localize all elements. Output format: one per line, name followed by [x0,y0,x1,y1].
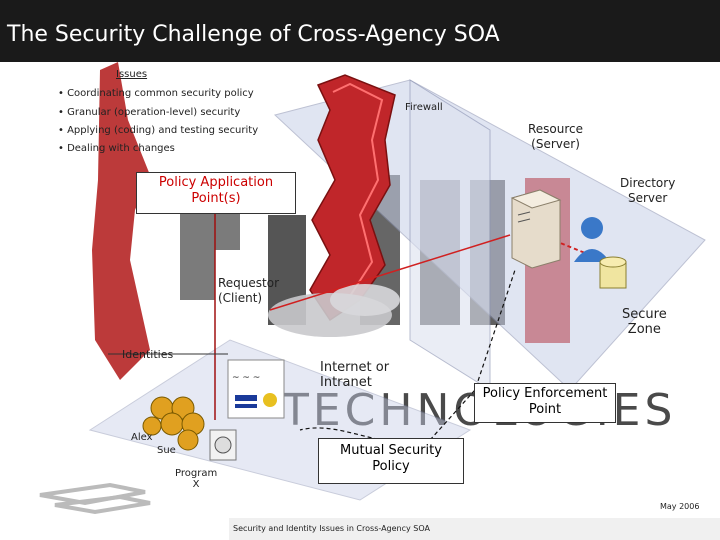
pep-line2: Point [528,402,562,417]
bullet-2: • Granular (operation-level) security [58,107,241,118]
zone-wall [409,79,491,391]
bullet-3: • Applying (coding) and testing security [58,125,259,136]
resource-line2: (Server) [531,137,580,151]
bullet-text: Coordinating common security policy [67,88,254,99]
issues-label: Issues [116,69,148,80]
program-line1: Program [175,468,218,479]
bullet-text: Dealing with changes [67,143,175,154]
alex-label: Alex [131,432,153,443]
policy-app-line2: Point(s) [191,191,241,206]
date-label: May 2006 [660,502,700,511]
identity-token-icons [142,396,205,451]
policy-enforcement-box: Policy Enforcement Point [474,383,616,423]
sue-label: Sue [157,445,176,456]
bullet-text: Applying (coding) and testing security [67,125,259,136]
policy-application-box: Policy Application Point(s) [136,172,296,214]
firewall-label: Firewall [405,102,443,113]
internet-label: Internet or Intranet [320,360,389,390]
svg-text:~ ~ ~: ~ ~ ~ [232,373,260,383]
requestor-label: Requestor (Client) [218,276,279,306]
server-icon [510,189,562,269]
bullet-4: • Dealing with changes [58,143,175,154]
policy-app-line1: Policy Application [158,175,274,190]
firewall-icon-layer [332,82,384,297]
internet-cloud-puff [330,284,400,316]
directory-line1: Directory [620,176,676,190]
directory-line2: Server [627,191,668,205]
footer-bar: Security and Identity Issues in Cross-Ag… [229,518,720,540]
secure-line1: Secure [622,307,667,322]
title-bar [0,0,720,62]
certificate-icon: ~ ~ ~ [227,359,285,419]
identities-label: Identities [122,348,174,361]
mutual-dashed-link [299,427,421,443]
program-line2: X [192,479,200,490]
logo-watermark-red [92,62,150,380]
bullet-text: Granular (operation-level) security [67,107,241,118]
bottom-logo-icon [39,482,151,515]
requestor-line1: Requestor [218,276,280,290]
internet-line1: Internet or [320,360,390,375]
database-icon [599,256,627,289]
logo-watermark-grey [180,200,240,300]
requestor-line2: (Client) [218,291,263,305]
secure-line2: Zone [627,322,661,337]
mutual-security-box: Mutual Security Policy [318,438,464,484]
resource-line1: Resource [528,122,584,136]
footer-text: Security and Identity Issues in Cross-Ag… [233,524,430,533]
mutual-line1: Mutual Security [340,443,442,458]
secure-zone-label: Secure Zone [622,307,667,337]
slide-title: The Security Challenge of Cross-Agency S… [7,22,500,47]
pep-dashed-link [429,269,516,441]
pep-line1: Policy Enforcement [482,386,608,401]
directory-user-icon [574,217,610,262]
resource-label: Resource (Server) [528,122,583,152]
mutual-line2: Policy [372,459,410,474]
internet-line2: Intranet [320,375,372,390]
program-label: Program X [175,468,217,490]
directory-label: Directory Server [620,176,675,206]
bullet-1: • Coordinating common security policy [58,88,254,99]
program-icon [209,429,237,461]
client-server-link [269,234,511,311]
